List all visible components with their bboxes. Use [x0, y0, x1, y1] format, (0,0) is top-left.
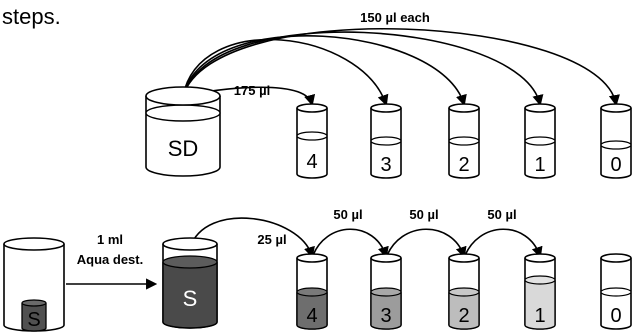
top-tube-4: 4 — [296, 103, 328, 179]
bottom-row: 1 ml Aqua dest. S 25 µl 50 µl 50 µl 50 µ… — [3, 207, 632, 332]
bottom-tube-0: 0 — [600, 253, 632, 330]
top-tube-2: 2 — [448, 103, 480, 179]
top-tube-1: 1 — [524, 103, 556, 179]
top-tube-4-label: 4 — [306, 151, 317, 173]
s-beaker-label: S — [183, 286, 198, 311]
top-tube-2-label: 2 — [458, 154, 469, 176]
sd-label: SD — [168, 136, 199, 161]
bottom-tube-1-label: 1 — [534, 305, 545, 327]
arrow-tube-2-to-1 — [463, 228, 543, 259]
arrow-sd-to-tube-2 — [182, 35, 467, 107]
bottom-tube-0-label: 0 — [610, 305, 621, 327]
serial-label-2: 50 µl — [409, 207, 438, 222]
arrow-sd-to-tube-3 — [182, 38, 389, 107]
small-vial-label: S — [27, 309, 40, 331]
bottom-tube-2-label: 2 — [458, 305, 469, 327]
arrow-tube-3-to-2 — [385, 228, 467, 259]
serial-label-3: 50 µl — [487, 207, 516, 222]
water-container: S — [3, 237, 65, 332]
bottom-tube-2: 2 — [448, 253, 480, 330]
top-tube-0: 0 — [600, 103, 632, 179]
arrow-sd-to-tube-0 — [182, 28, 620, 107]
water-volume-label: 1 ml — [97, 232, 123, 247]
arrow-sd-to-tube-1 — [182, 31, 544, 107]
bottom-tube-1: 1 — [524, 253, 556, 330]
bottom-tube-3-label: 3 — [380, 305, 391, 327]
arrow-s-to-tube-4 — [189, 217, 315, 259]
first-transfer-label: 175 µl — [234, 83, 270, 98]
arrow-tube-4-to-3 — [311, 228, 389, 259]
top-tube-1-label: 1 — [534, 154, 545, 176]
serial-label-1: 50 µl — [333, 207, 362, 222]
top-tube-0-label: 0 — [610, 154, 621, 176]
top-tube-3-label: 3 — [380, 154, 391, 176]
each-volume-label: 150 µl each — [360, 10, 430, 25]
sd-beaker: SD — [145, 86, 221, 177]
first-transfer-label-bottom: 25 µl — [257, 232, 286, 247]
bottom-tube-3: 3 — [370, 253, 402, 330]
top-row: 150 µl each 175 µl SD 4 3 — [145, 10, 632, 179]
caption-fragment: steps. — [2, 4, 61, 29]
bottom-tube-4-label: 4 — [306, 305, 317, 327]
bottom-tube-4: 4 — [296, 253, 328, 330]
water-name-label: Aqua dest. — [77, 252, 143, 267]
top-tube-3: 3 — [370, 103, 402, 179]
s-beaker: S — [162, 237, 218, 329]
